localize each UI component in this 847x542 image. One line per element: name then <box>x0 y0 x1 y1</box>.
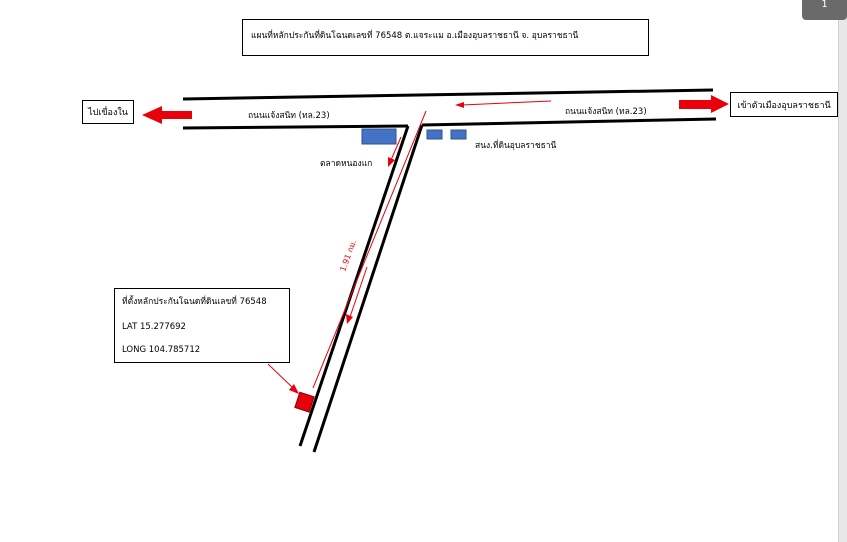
vertical-scrollbar[interactable] <box>838 0 847 542</box>
land-office-label: สนง.ที่ดินอุบลราชธานี <box>475 141 557 151</box>
branch-road-edge-right <box>312 124 424 453</box>
land-office-building-1 <box>426 129 443 140</box>
land-office-building-2 <box>450 129 467 140</box>
route-line-arrow-upper <box>388 136 402 167</box>
route-line-long <box>312 110 427 389</box>
road-label-right: ถนนแจ้งสนิท (ทล.23) <box>565 107 647 117</box>
arrow-right-icon <box>679 95 729 113</box>
road-edge-bottom-left <box>182 124 409 130</box>
market-building <box>361 128 397 145</box>
pointer-arrow <box>267 363 299 394</box>
road-label-left: ถนนแจ้งสนิท (ทล.23) <box>248 111 330 121</box>
market-label: ตลาดหนองแก <box>320 159 373 169</box>
map-title: แผนที่หลักประกันที่ดินโฉนดเลขที่ 76548 ต… <box>242 19 649 56</box>
longitude: LONG 104.785712 <box>122 345 201 355</box>
road-edge-bottom-right <box>421 117 717 127</box>
arrow-left-icon <box>142 106 192 124</box>
route-line-arrow-lower <box>346 266 368 324</box>
property-title: ที่ตั้งหลักประกันโฉนดที่ดินเลขที่ 76548 <box>122 297 267 307</box>
property-marker <box>294 391 315 413</box>
sign-to-khueang-nai: ไปเขื่องใน <box>82 100 134 124</box>
property-info-box: ที่ตั้งหลักประกันโฉนดที่ดินเลขที่ 76548 … <box>114 288 290 363</box>
road-edge-top <box>182 88 714 101</box>
distance-label: 1.91 กม. <box>338 239 358 273</box>
page-indicator: 1 <box>802 0 847 20</box>
sign-to-city: เข้าตัวเมืองอุบลราชธานี <box>730 92 838 117</box>
route-line-top <box>455 100 552 108</box>
branch-road-edge-left <box>298 125 410 447</box>
latitude: LAT 15.277692 <box>122 322 186 332</box>
